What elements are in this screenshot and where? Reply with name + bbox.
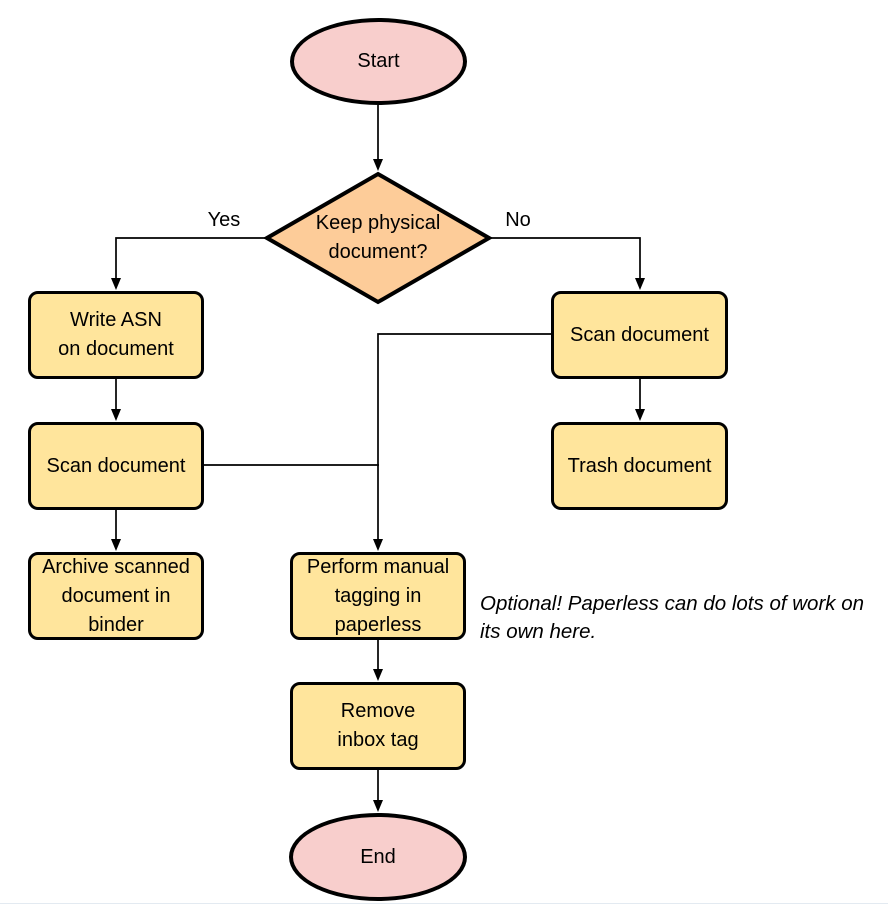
node-scan-document-left: Scan document [28, 422, 204, 510]
node-write-asn-label: Write ASN on document [58, 309, 174, 360]
node-scan-document-right: Scan document [551, 291, 728, 379]
edge-decision-yes-to-write-asn [111, 237, 265, 290]
annotation-optional-note: Optional! Paperless can do lots of work … [480, 592, 865, 644]
node-start: Start [290, 18, 467, 105]
node-scan-right-label: Scan document [570, 323, 709, 346]
edge-label-no: No [505, 209, 531, 231]
node-decision-keep-physical-document: Keep physical document? [264, 171, 492, 305]
node-remove-inbox-tag: Remove inbox tag [290, 682, 466, 770]
edge-scan-right-to-tagging [373, 333, 551, 551]
node-remove-inbox-label: Remove inbox tag [337, 700, 419, 751]
edge-decision-no-to-scan-right [491, 237, 645, 290]
node-trash-label: Trash document [567, 454, 712, 477]
node-tagging-label: Perform manual tagging in paperless [306, 555, 450, 636]
node-decision-label: Keep physical document? [315, 212, 441, 263]
edge-label-yes: Yes [207, 209, 241, 231]
node-start-label: Start [357, 50, 400, 72]
node-archive-scanned-document: Archive scanned document in binder [28, 552, 204, 640]
node-write-asn-on-document: Write ASN on document [28, 291, 204, 379]
node-trash-document: Trash document [551, 422, 728, 510]
node-scan-left-label: Scan document [46, 454, 186, 477]
bottom-divider [0, 903, 888, 904]
node-archive-label: Archive scanned document in binder [42, 555, 190, 636]
node-perform-manual-tagging: Perform manual tagging in paperless [290, 552, 466, 640]
node-end: End [289, 813, 467, 901]
diamond-shape [264, 171, 492, 305]
node-end-label: End [360, 845, 396, 868]
